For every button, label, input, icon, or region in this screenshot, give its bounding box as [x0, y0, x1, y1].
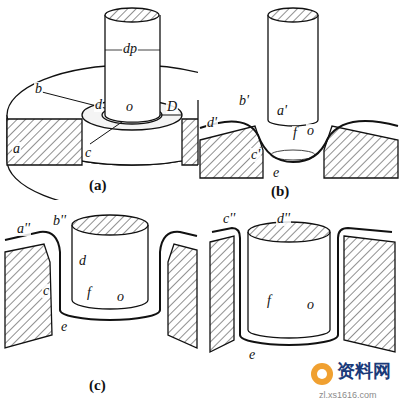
point-label: a'	[276, 104, 288, 118]
point-label: e	[272, 166, 280, 180]
point-label: c''	[222, 212, 236, 226]
dimension-label: dp	[122, 42, 138, 56]
point-label: e	[60, 320, 68, 334]
point-label: o	[306, 124, 315, 138]
point-label: f	[292, 126, 298, 140]
point-label: c'	[250, 148, 261, 162]
watermark: 资料网	[336, 364, 392, 378]
point-label: a''	[16, 222, 31, 236]
point-label: b	[34, 82, 43, 96]
point-label: d'	[206, 116, 218, 130]
point-label: e	[248, 348, 256, 362]
point-label: d	[78, 254, 87, 268]
figure-caption: (c)	[88, 378, 107, 392]
point-label: d''	[276, 212, 291, 226]
figure-caption: (a)	[88, 178, 108, 192]
point-label: f	[86, 286, 92, 300]
watermark: zl.xs1616.com	[318, 390, 378, 400]
point-label: c	[84, 146, 92, 160]
point-label: f	[266, 294, 272, 308]
point-label: b''	[52, 214, 67, 228]
point-label: o	[116, 290, 125, 304]
figure-caption: (b)	[270, 184, 290, 198]
point-label: a	[12, 142, 21, 156]
point-label: o	[125, 100, 134, 114]
point-label: c	[42, 284, 50, 298]
dimension-label: D	[166, 100, 178, 114]
point-label: o	[306, 298, 315, 312]
point-label: d	[94, 98, 103, 112]
point-label: b'	[238, 94, 250, 108]
